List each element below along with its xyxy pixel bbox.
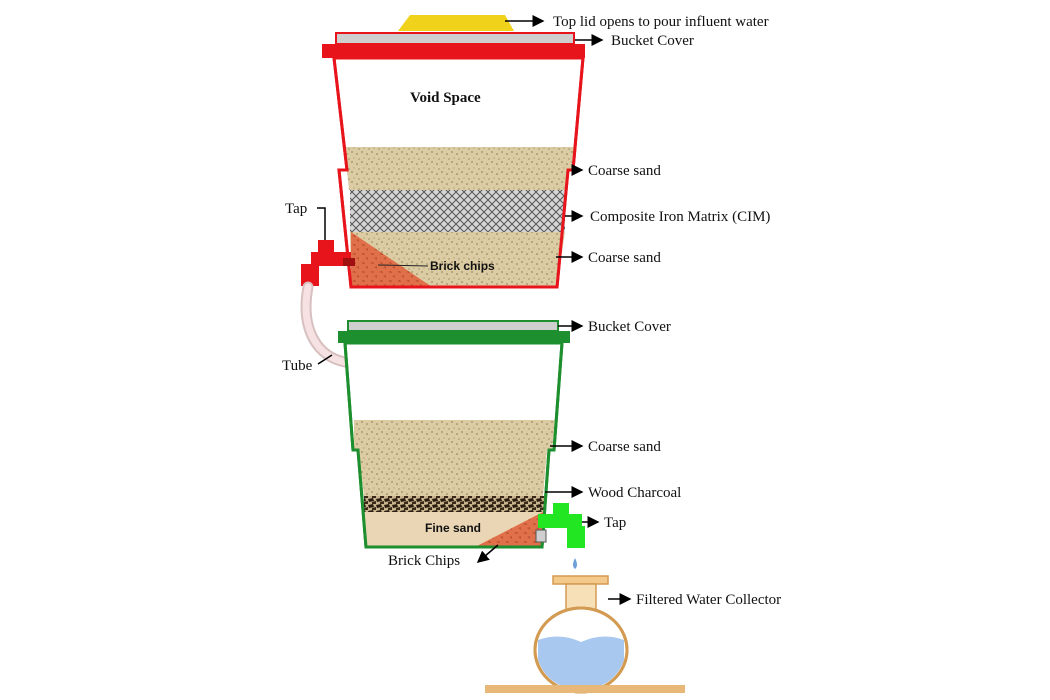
annotations bbox=[317, 15, 632, 605]
tap-lower-label: Tap bbox=[604, 515, 626, 531]
lower-bucket: Fine sand bbox=[338, 320, 570, 549]
lower-cover-label: Bucket Cover bbox=[588, 319, 671, 335]
brick-chips-upper-label: Brick chips bbox=[430, 259, 495, 273]
lower-tap-icon bbox=[535, 503, 585, 548]
labels: Top lid opens to pour influent water Buc… bbox=[282, 14, 781, 608]
brick-chips-lower-label: Brick Chips bbox=[388, 553, 460, 569]
brick-chips-upper bbox=[351, 232, 432, 287]
cim-layer bbox=[350, 190, 565, 232]
void-space-label: Void Space bbox=[410, 90, 481, 106]
upper-bucket-cover bbox=[322, 44, 585, 58]
collector-label: Filtered Water Collector bbox=[636, 592, 781, 608]
wood-charcoal-layer bbox=[364, 496, 544, 512]
brick-chips-lower bbox=[475, 512, 543, 547]
tube-label: Tube bbox=[282, 358, 313, 374]
cim-label: Composite Iron Matrix (CIM) bbox=[590, 209, 770, 225]
wood-charcoal-label: Wood Charcoal bbox=[588, 485, 681, 501]
pot-icon bbox=[485, 575, 685, 694]
coarse-sand-layer-1 bbox=[343, 147, 575, 171]
coarse-sand-label-2: Coarse sand bbox=[588, 250, 661, 266]
top-lid bbox=[398, 15, 514, 31]
top-lid-label: Top lid opens to pour influent water bbox=[553, 14, 769, 30]
upper-tap-icon bbox=[301, 240, 355, 286]
upper-cover-label: Bucket Cover bbox=[611, 33, 694, 49]
tap-upper-label: Tap bbox=[285, 201, 307, 217]
fine-sand-label: Fine sand bbox=[425, 521, 481, 535]
coarse-sand-label-3: Coarse sand bbox=[588, 439, 661, 455]
coarse-sand-label-1: Coarse sand bbox=[588, 163, 661, 179]
upper-bucket: Void Space Brick chips bbox=[322, 15, 585, 289]
lower-bucket-cover bbox=[338, 331, 570, 343]
collector-stand bbox=[485, 685, 685, 693]
coarse-sand-layer-3 bbox=[354, 420, 555, 496]
